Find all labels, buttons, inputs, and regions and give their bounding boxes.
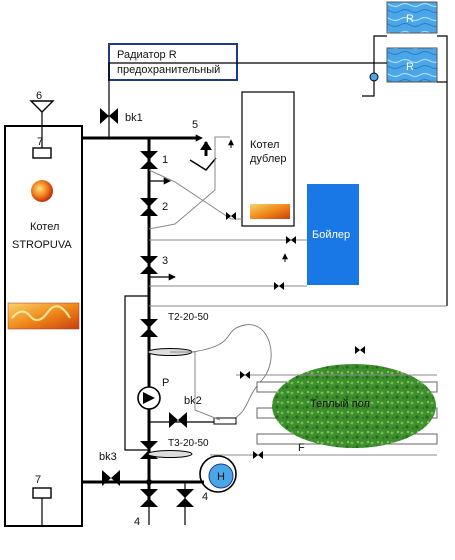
floor-manifold xyxy=(213,417,237,425)
floor-valve-top[interactable] xyxy=(355,346,365,354)
radiator-r-1-label: R xyxy=(406,13,414,25)
label-5: 5 xyxy=(192,119,198,131)
valve-3[interactable] xyxy=(140,256,158,274)
valve-1[interactable] xyxy=(140,151,158,169)
valve-bk3[interactable] xyxy=(102,470,120,486)
water-heater xyxy=(307,184,359,285)
main-boiler-label-1: Котел xyxy=(30,221,59,233)
label-7-top: 7 xyxy=(37,136,43,148)
label-1: 1 xyxy=(162,154,168,166)
water-heater-valve-bottom[interactable] xyxy=(274,282,284,290)
label-7-bottom: 7 xyxy=(35,474,41,486)
drain-funnel-icon xyxy=(189,157,217,171)
label-3: 3 xyxy=(162,255,168,267)
label-t2: T2-20-50 xyxy=(168,312,209,323)
flame-ball-icon xyxy=(31,180,53,202)
radiator-r-2 xyxy=(386,47,438,83)
label-pump: P xyxy=(162,377,169,389)
water-heater-label: Бойлер xyxy=(312,229,350,241)
label-4-right: 4 xyxy=(202,491,208,503)
valve-bk2[interactable] xyxy=(169,412,187,428)
radiator-r-2-label: R xyxy=(406,61,414,73)
label-bk1: bk1 xyxy=(125,112,143,124)
safety-radiator-line-2: предохранительный xyxy=(117,64,220,76)
backup-boiler-label-1: Котел xyxy=(250,139,279,151)
label-heat-exchanger: H xyxy=(217,471,225,483)
floor-heating xyxy=(272,364,436,448)
expansion-funnel-icon xyxy=(29,100,55,113)
floor-valve-return[interactable] xyxy=(253,451,263,459)
drain-valve-4-left[interactable] xyxy=(140,489,158,507)
label-2: 2 xyxy=(162,201,168,213)
label-f: F xyxy=(298,442,305,454)
safety-radiator-line-1: Радиатор R xyxy=(117,49,177,61)
backup-boiler-label-2: дублер xyxy=(250,153,287,165)
backup-boiler xyxy=(241,91,295,227)
sensor-7-bottom xyxy=(32,487,52,499)
sensor-7-top xyxy=(32,147,52,159)
label-t3: T3-20-50 xyxy=(168,438,209,449)
label-4-left: 4 xyxy=(134,516,140,528)
drain-valve-4-right[interactable] xyxy=(176,489,194,507)
floor-heating-label: Теплый пол xyxy=(310,398,370,410)
backup-boiler-flame-icon xyxy=(250,204,290,219)
floor-valve-supply[interactable] xyxy=(240,371,250,379)
heat-exchanger-core xyxy=(208,463,234,489)
thermo-bulb-t3 xyxy=(147,450,193,458)
label-bk2: bk2 xyxy=(184,395,202,407)
water-heater-valve-top[interactable] xyxy=(286,236,296,244)
label-bk3: bk3 xyxy=(99,451,117,463)
radiator-r-1 xyxy=(386,1,438,34)
thermo-valve-t2[interactable] xyxy=(140,319,158,337)
safety-radiator-label-box xyxy=(108,43,238,81)
valve-2[interactable] xyxy=(140,198,158,216)
radiator-junction xyxy=(369,72,379,82)
main-boiler-label-2: STROPUVA xyxy=(12,239,72,251)
label-6: 6 xyxy=(36,90,42,102)
